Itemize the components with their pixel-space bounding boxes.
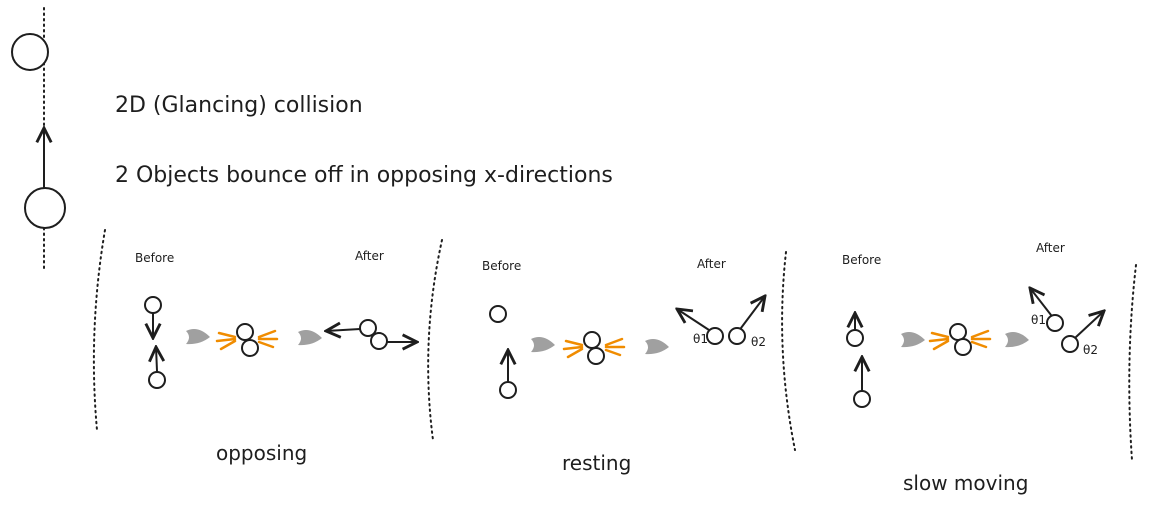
panel-resting: Before After θ1 θ2 resting xyxy=(482,257,766,475)
panel-opposing: Before After opposing xyxy=(135,249,417,465)
transition-arrow-icon xyxy=(531,337,555,353)
caption-slow-moving: slow moving xyxy=(903,471,1028,495)
transition-arrow-icon xyxy=(645,339,669,355)
panel-slow-moving: Before After θ1 θ2 slow moving xyxy=(842,241,1104,495)
divider-4 xyxy=(1128,264,1137,461)
arrow-up-left-icon xyxy=(677,309,710,331)
theta2-label: θ2 xyxy=(1083,343,1098,357)
theta1-label: θ1 xyxy=(693,332,708,346)
arrow-up-right-icon xyxy=(1075,311,1104,338)
caption-opposing: opposing xyxy=(216,441,307,465)
arrow-up-right-icon xyxy=(740,296,765,329)
transition-arrow-icon xyxy=(901,332,925,348)
intro-sketch xyxy=(11,7,66,271)
divider-3 xyxy=(781,251,796,451)
divider-2 xyxy=(427,239,443,441)
after-label: After xyxy=(1036,241,1065,255)
ball xyxy=(144,296,162,314)
theta2-label: θ2 xyxy=(751,335,766,349)
arrow-up-icon xyxy=(156,347,157,372)
page-subtitle: 2 Objects bounce off in opposing x-direc… xyxy=(115,163,613,188)
arrow-left-icon xyxy=(326,329,361,331)
arrow-up-left-icon xyxy=(1030,288,1052,316)
after-label: After xyxy=(355,249,384,263)
before-label: Before xyxy=(135,251,174,265)
before-label: Before xyxy=(842,253,881,267)
divider-1 xyxy=(92,229,106,431)
theta1-label: θ1 xyxy=(1031,313,1046,327)
before-label: Before xyxy=(482,259,521,273)
transition-arrow-icon xyxy=(298,330,322,346)
caption-resting: resting xyxy=(562,451,631,475)
ball xyxy=(148,371,166,389)
transition-arrow-icon xyxy=(186,329,210,345)
ball-bottom xyxy=(24,187,66,229)
ball-top xyxy=(11,33,49,71)
transition-arrow-icon xyxy=(1005,332,1029,348)
page-title: 2D (Glancing) collision xyxy=(115,93,363,118)
after-label: After xyxy=(697,257,726,271)
